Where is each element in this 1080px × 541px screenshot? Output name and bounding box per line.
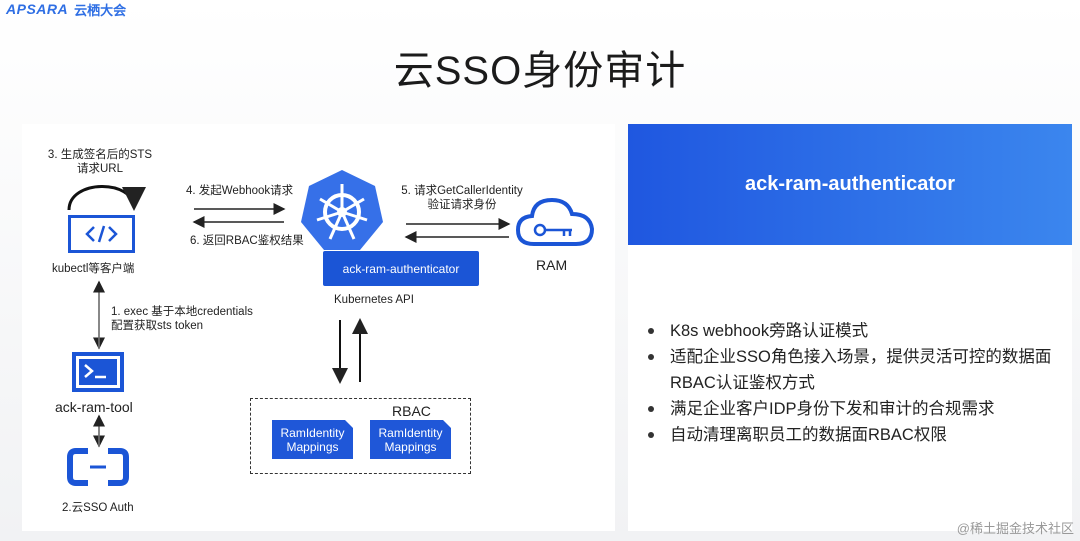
rbac-mapping-card-1: RamIdentity Mappings xyxy=(272,420,353,459)
step6-label: 6. 返回RBAC鉴权结果 xyxy=(190,235,304,247)
feature-item: K8s webhook旁路认证模式 xyxy=(643,318,1063,344)
watermark: @稀土掘金技术社区 xyxy=(956,521,1074,536)
architecture-diagram: 3. 生成签名后的STS 请求URL kubectl等客户端 1. exec 基… xyxy=(22,124,615,531)
apsara-logo: APSARA 云栖大会 xyxy=(6,0,126,18)
feature-list: K8s webhook旁路认证模式 适配企业SSO角色接入场景，提供灵活可控的数… xyxy=(643,318,1063,448)
ram-cloud-icon xyxy=(516,197,594,246)
ram-label: RAM xyxy=(536,257,568,273)
feature-panel: ack-ram-authenticator K8s webhook旁路认证模式 … xyxy=(628,124,1072,531)
step3-label: 3. 生成签名后的STS 请求URL xyxy=(42,148,158,176)
feature-item: 自动清理离职员工的数据面RBAC权限 xyxy=(643,422,1063,448)
feature-item: 适配企业SSO角色接入场景，提供灵活可控的数据面RBAC认证鉴权方式 xyxy=(643,344,1063,396)
cloud-sso-icon xyxy=(67,448,129,486)
authenticator-chip: ack-ram-authenticator xyxy=(323,251,479,286)
logo-brand: APSARA xyxy=(6,1,69,17)
rbac-mapping-card-2: RamIdentity Mappings xyxy=(370,420,451,459)
step1-label: 1. exec 基于本地credentials 配置获取sts token xyxy=(111,306,253,332)
terminal-icon xyxy=(72,352,124,392)
code-icon xyxy=(68,215,135,253)
k8s-api-label: Kubernetes API xyxy=(334,294,414,306)
rbac-group xyxy=(250,398,471,474)
page-title: 云SSO身份审计 xyxy=(393,49,687,93)
step3-text: 3. 生成签名后的STS 请求URL xyxy=(47,149,153,175)
kubectl-label: kubectl等客户端 xyxy=(52,263,135,275)
feature-item: 满足企业客户IDP身份下发和审计的合规需求 xyxy=(643,396,1063,422)
loop-arrow xyxy=(67,185,146,211)
tool-label: ack-ram-tool xyxy=(55,399,133,415)
panel-header-title: ack-ram-authenticator xyxy=(744,173,956,195)
step5-label: 5. 请求GetCallerIdentity 验证请求身份 xyxy=(401,185,523,211)
panel-header: ack-ram-authenticator xyxy=(628,124,1072,245)
logo-brand-cn: 云栖大会 xyxy=(74,2,127,18)
step4-label: 4. 发起Webhook请求 xyxy=(186,185,294,197)
rbac-label: RBAC xyxy=(392,403,431,419)
diagram-connectors xyxy=(67,185,511,448)
kubernetes-icon xyxy=(301,170,383,250)
step2-label: 2.云SSO Auth xyxy=(62,502,134,514)
